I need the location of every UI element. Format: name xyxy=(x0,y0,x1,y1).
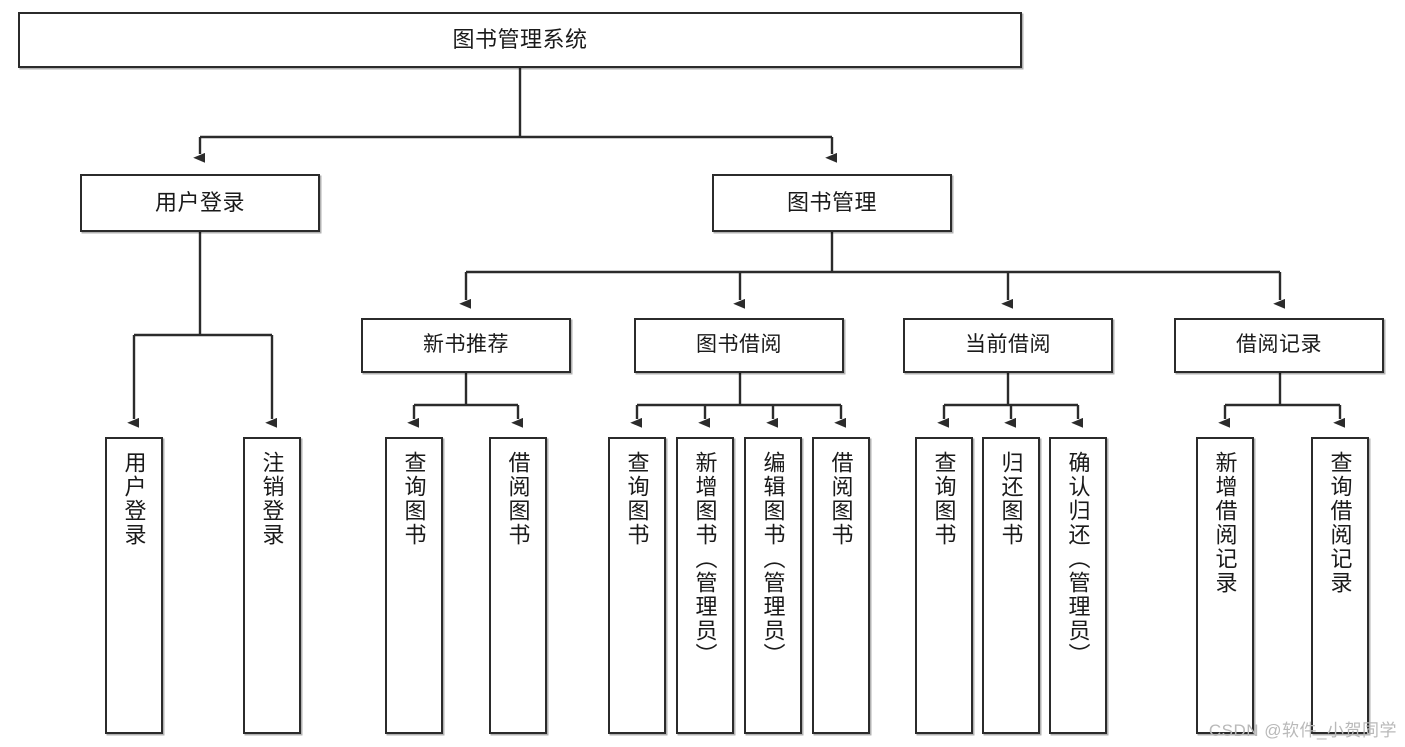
node-user-login[interactable]: 用户登录 xyxy=(80,174,320,232)
node-new-book-recommend-label: 新书推荐 xyxy=(423,333,509,357)
leaf-book-borrow-4-label: 借阅图书 xyxy=(828,451,854,547)
leaf-new-book-2[interactable]: 借阅图书 xyxy=(489,437,547,734)
leaf-book-borrow-2[interactable]: 新增图书（管理员） xyxy=(676,437,734,734)
leaf-new-book-1[interactable]: 查询图书 xyxy=(385,437,443,734)
leaf-book-borrow-2-label: 新增图书（管理员） xyxy=(692,451,718,667)
leaf-borrow-record-1[interactable]: 新增借阅记录 xyxy=(1196,437,1254,734)
leaf-current-borrow-3[interactable]: 确认归还（管理员） xyxy=(1049,437,1107,734)
node-book-management[interactable]: 图书管理 xyxy=(712,174,952,232)
leaf-user-login-1-label: 用户登录 xyxy=(121,451,147,547)
leaf-borrow-record-2-label: 查询借阅记录 xyxy=(1327,451,1353,595)
node-borrow-record-label: 借阅记录 xyxy=(1236,333,1322,357)
node-borrow-record[interactable]: 借阅记录 xyxy=(1174,318,1384,373)
node-current-borrow[interactable]: 当前借阅 xyxy=(903,318,1113,373)
leaf-book-borrow-3[interactable]: 编辑图书（管理员） xyxy=(744,437,802,734)
leaf-user-login-1[interactable]: 用户登录 xyxy=(105,437,163,734)
leaf-user-login-2-label: 注销登录 xyxy=(259,451,285,547)
node-book-borrow-label: 图书借阅 xyxy=(696,333,782,357)
leaf-book-borrow-4[interactable]: 借阅图书 xyxy=(812,437,870,734)
leaf-user-login-2[interactable]: 注销登录 xyxy=(243,437,301,734)
node-book-management-label: 图书管理 xyxy=(786,190,877,216)
leaf-borrow-record-2[interactable]: 查询借阅记录 xyxy=(1311,437,1369,734)
node-new-book-recommend[interactable]: 新书推荐 xyxy=(361,318,571,373)
node-current-borrow-label: 当前借阅 xyxy=(965,333,1051,357)
leaf-current-borrow-1[interactable]: 查询图书 xyxy=(915,437,973,734)
leaf-new-book-1-label: 查询图书 xyxy=(401,451,427,547)
leaf-new-book-2-label: 借阅图书 xyxy=(505,451,531,547)
leaf-book-borrow-3-label: 编辑图书（管理员） xyxy=(760,451,786,667)
node-book-borrow[interactable]: 图书借阅 xyxy=(634,318,844,373)
leaf-current-borrow-3-label: 确认归还（管理员） xyxy=(1065,451,1091,667)
leaf-book-borrow-1[interactable]: 查询图书 xyxy=(608,437,666,734)
node-root[interactable]: 图书管理系统 xyxy=(18,12,1022,68)
leaf-borrow-record-1-label: 新增借阅记录 xyxy=(1212,451,1238,595)
node-root-label: 图书管理系统 xyxy=(452,27,588,53)
leaf-current-borrow-2-label: 归还图书 xyxy=(998,451,1024,547)
leaf-book-borrow-1-label: 查询图书 xyxy=(624,451,650,547)
leaf-current-borrow-2[interactable]: 归还图书 xyxy=(982,437,1040,734)
leaf-current-borrow-1-label: 查询图书 xyxy=(931,451,957,547)
node-user-login-label: 用户登录 xyxy=(154,190,245,216)
